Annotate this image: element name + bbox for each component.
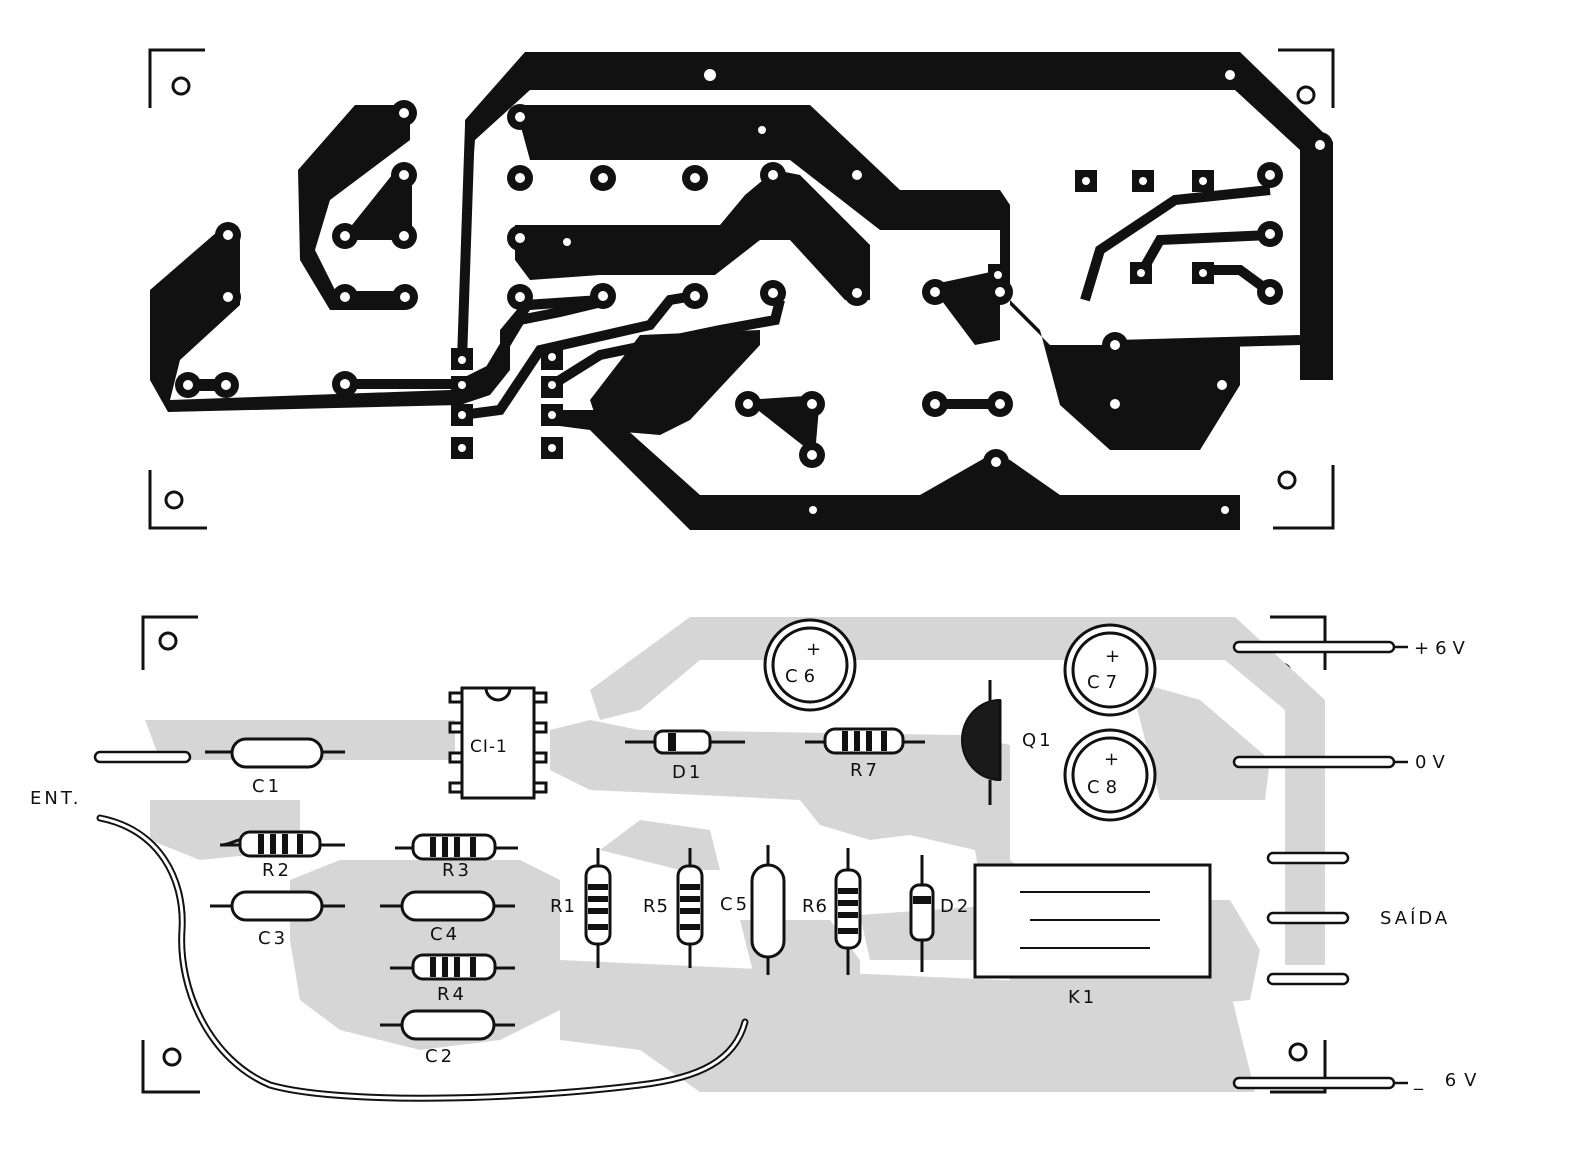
copper-trace-right-a xyxy=(1080,185,1271,302)
connector-leads xyxy=(93,640,1396,1090)
copper-area-bottom-sweep xyxy=(552,410,1240,530)
connector-stubs xyxy=(1394,645,1408,1085)
copper-trace-mid-b xyxy=(461,290,701,420)
c7-label: C7 xyxy=(1087,672,1123,693)
plus6v-label: +6V xyxy=(1414,638,1471,659)
pcb-copper-layout xyxy=(148,48,1335,530)
c2-label: C2 xyxy=(425,1046,455,1067)
q1-label: Q1 xyxy=(1022,730,1054,751)
input-label: ENT. xyxy=(30,788,81,809)
copper-area-left-big xyxy=(150,225,600,412)
c7-plus: + xyxy=(1105,646,1123,667)
output-label: SAÍDA xyxy=(1380,907,1450,929)
copper-area-top-band xyxy=(465,52,1333,380)
copper-traces xyxy=(150,52,1333,530)
copper-area-upper-block xyxy=(515,105,1240,450)
copper-area-middle-block xyxy=(515,170,870,300)
d2-label: D2 xyxy=(940,896,971,917)
copper-area-diagonal xyxy=(590,330,760,435)
c8-plus: + xyxy=(1104,749,1122,770)
copper-area-left-island-a xyxy=(298,105,410,310)
d1-label: D1 xyxy=(672,762,703,783)
ic-ci1: CI-1 xyxy=(448,686,548,800)
capacitors-electrolytic xyxy=(763,618,1157,822)
c4-label: C4 xyxy=(430,924,460,945)
r6-label: R6 xyxy=(802,896,828,917)
r4-label: R4 xyxy=(437,984,467,1005)
c6-plus: + xyxy=(806,639,824,660)
ci1-label: CI-1 xyxy=(470,737,508,757)
copper-trace-mid-a xyxy=(345,295,612,389)
zero-v-label: 0V xyxy=(1415,752,1451,773)
c1-label: C1 xyxy=(252,776,282,797)
transistor-q1 xyxy=(961,680,1002,805)
resistor-bands-horizontal xyxy=(258,731,887,977)
round-pads xyxy=(175,62,1333,514)
r1-label: R1 xyxy=(550,896,576,917)
r5-label: R5 xyxy=(643,896,669,917)
copper-trace-mid-c xyxy=(549,298,785,390)
copper-trace-right-d xyxy=(1114,335,1301,350)
resistor-bands-vertical xyxy=(588,884,858,934)
capacitors-ceramic xyxy=(205,737,786,1041)
corner-marks-top xyxy=(148,48,1335,530)
c6-label: C6 xyxy=(785,666,821,687)
minus6v-label: _ 6V xyxy=(1413,1070,1485,1091)
diode-bands xyxy=(668,733,931,904)
relay-k1 xyxy=(973,863,1212,979)
input-wire-core xyxy=(98,816,747,1100)
pcb-component-layout: CI-1 C1 C3 C4 C2 C5 + + + C6 C7 C8 xyxy=(30,615,1485,1102)
corner-marks-bottom xyxy=(141,615,1327,1094)
c3-label: C3 xyxy=(258,928,288,949)
c5-label: C5 xyxy=(720,894,750,915)
k1-label: K1 xyxy=(1068,987,1097,1008)
c8-label: C8 xyxy=(1087,777,1123,798)
r3-label: R3 xyxy=(442,860,472,881)
r7-label: R7 xyxy=(850,760,880,781)
copper-trace-left-vertical xyxy=(457,124,475,361)
copper-area-left-island-b xyxy=(340,165,412,240)
r2-label: R2 xyxy=(262,860,292,881)
